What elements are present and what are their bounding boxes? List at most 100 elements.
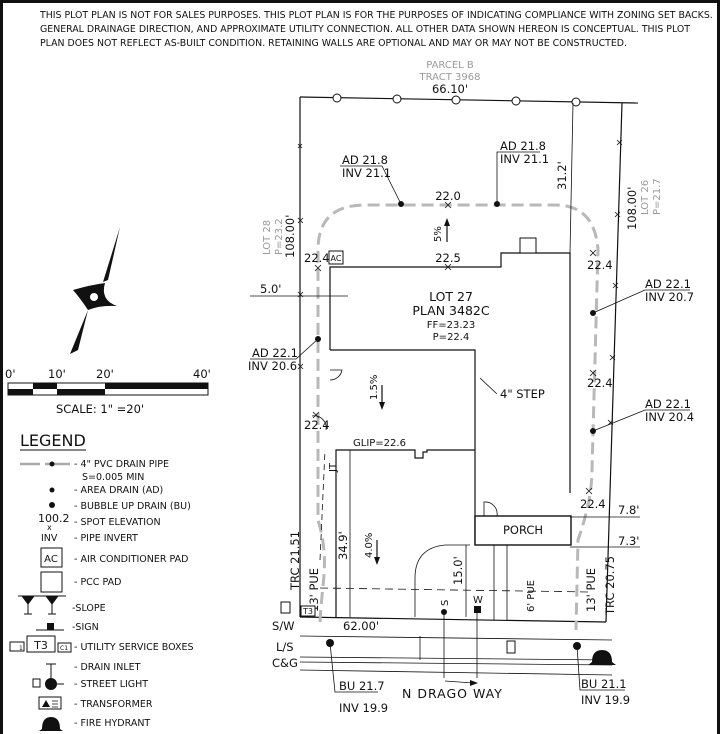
slope-drive: 4.0% [364, 533, 375, 558]
spot-elev: 22.4 [587, 258, 613, 272]
inv-label: INV 21.1 [500, 152, 549, 166]
legend-item: - STREET LIGHT [74, 679, 148, 690]
adjacent-lot-left-pad: P=23.2 [274, 218, 285, 255]
pue-line [319, 587, 591, 593]
svg-text:x: x [47, 523, 52, 532]
scale-tick: 40' [193, 367, 211, 381]
disclaimer-line: THIS PLOT PLAN IS NOT FOR SALES PURPOSES… [39, 10, 713, 21]
fire-hydrant-icon [588, 650, 616, 665]
adjacent-lot-right: LOT 26 [640, 180, 651, 215]
ac-pad [328, 250, 344, 265]
ad-label: AD 22.1 [645, 277, 691, 291]
sidewalk-label: S/W [272, 619, 295, 633]
spot-elev: 22.4 [304, 251, 330, 265]
adjacent-lot-right-pad: P=21.7 [652, 178, 663, 215]
slope-rear: 5% [433, 226, 444, 242]
scale-tick: 10' [48, 367, 66, 381]
plan-number: PLAN 3482C [412, 303, 489, 318]
legend-item: - PIPE INVERT [74, 533, 138, 544]
pcc-pad [506, 640, 516, 654]
bu-label: BU 21.1 [581, 677, 627, 691]
dim-left: 108.00' [283, 215, 297, 258]
adjacent-tract: TRACT 3968 [418, 72, 480, 83]
legend-item: - PCC PAD [74, 577, 121, 588]
adjacent-lot-left: LOT 28 [262, 220, 273, 255]
scale-tick: 0' [5, 367, 15, 381]
spot-elev: 22.4 [587, 376, 613, 390]
legend-item: -SLOPE [72, 603, 106, 614]
legend-item: S=0.005 MIN [82, 472, 144, 483]
legend-item: -SIGN [72, 622, 99, 633]
sewer-label: S [440, 600, 451, 606]
dim-front: 62.00' [343, 619, 379, 633]
slope-garage: 1.5% [369, 375, 380, 400]
spot-elev: 22.0 [435, 189, 461, 203]
legend-item: - AREA DRAIN (AD) [74, 485, 163, 496]
trc-right: TRC 20.75 [603, 556, 617, 616]
utility-box-t3 [300, 605, 316, 617]
driveway-edge [414, 544, 470, 617]
curb-gutter-label: C&G [272, 656, 298, 670]
lot-title: LOT 27 [429, 289, 473, 304]
step-label: 4" STEP [500, 387, 545, 401]
legend-box1: 1 [19, 645, 23, 652]
inv-label: INV 19.9 [339, 701, 388, 715]
ad-label: AD 22.1 [252, 346, 298, 360]
spot-elev: 22.5 [435, 251, 461, 265]
landscape-label: L/S [276, 640, 294, 654]
legend-item: - SPOT ELEVATION [74, 517, 161, 528]
legend-item: - FIRE HYDRANT [74, 718, 150, 729]
porch [474, 515, 572, 546]
legend-spot-sample: 100.2 [38, 512, 70, 525]
legend-item: - UTILITY SERVICE BOXES [74, 642, 194, 653]
legend-item: - 4" PVC DRAIN PIPE [74, 459, 169, 470]
trc-left: TRC 21.51 [288, 531, 302, 591]
drain-pipe [316, 203, 600, 631]
utility-box [280, 601, 291, 614]
dim-garage-depth: 34.9' [336, 531, 350, 560]
legend-item: - TRANSFORMER [74, 699, 153, 710]
spot-elev: 22.4 [304, 418, 330, 432]
street-name: N DRAGO WAY [402, 686, 503, 701]
pue-left: 13' PUE [307, 568, 321, 612]
inv-label: INV 20.6 [248, 359, 297, 373]
dim-rear: 31.2' [555, 161, 569, 190]
pad-elevation: P=22.4 [433, 332, 470, 343]
legend-item: - BUBBLE UP DRAIN (BU) [74, 501, 191, 512]
ad-label: AD 21.8 [342, 153, 388, 167]
disclaimer-line: PLAN DOES NOT REFLECT AS-BUILT CONDITION… [40, 38, 627, 49]
dim-right-a: 7.8' [618, 503, 639, 517]
scale-label: SCALE: 1" =20' [56, 402, 144, 416]
inv-label: INV 20.4 [645, 410, 694, 424]
jt-label: JT [328, 462, 339, 473]
dim-top: 66.10' [432, 82, 468, 96]
water-label: W [473, 595, 483, 606]
dim-rear-line [569, 102, 574, 254]
legend-t3-sample: T3 [33, 639, 48, 652]
door-swing [483, 501, 498, 517]
north-arrow-icon [70, 227, 120, 354]
dim-right-b: 7.3' [618, 534, 639, 548]
house-footprint [311, 237, 571, 617]
property-lines [297, 93, 639, 623]
bu-label: BU 21.7 [339, 679, 385, 693]
finished-floor: FF=23.23 [427, 320, 476, 331]
legend-box2: C1 [60, 645, 68, 652]
bubble-up-drains [326, 639, 625, 693]
dim-drive: 15.0' [451, 556, 465, 585]
inv-label: INV 20.7 [645, 290, 694, 304]
disclaimer-line: GENERAL DRAINAGE DIRECTION, AND APPROXIM… [40, 24, 690, 35]
legend-title: LEGEND [20, 431, 86, 450]
pue-mid: 6' PUE [526, 580, 537, 612]
legend-ac-sample: AC [44, 554, 58, 565]
legend-inv-sample: INV [41, 533, 58, 544]
legend-item: - DRAIN INLET [74, 662, 141, 673]
adjacent-parcel: PARCEL B [426, 60, 474, 71]
dim-side-left: 5.0' [260, 282, 281, 296]
t3-label: T3 [302, 607, 313, 616]
water-meter [474, 606, 481, 613]
street-lines [299, 635, 613, 676]
legend: LEGEND - 4" PVC DRAIN PIPE S=0.005 MIN -… [9, 431, 194, 731]
